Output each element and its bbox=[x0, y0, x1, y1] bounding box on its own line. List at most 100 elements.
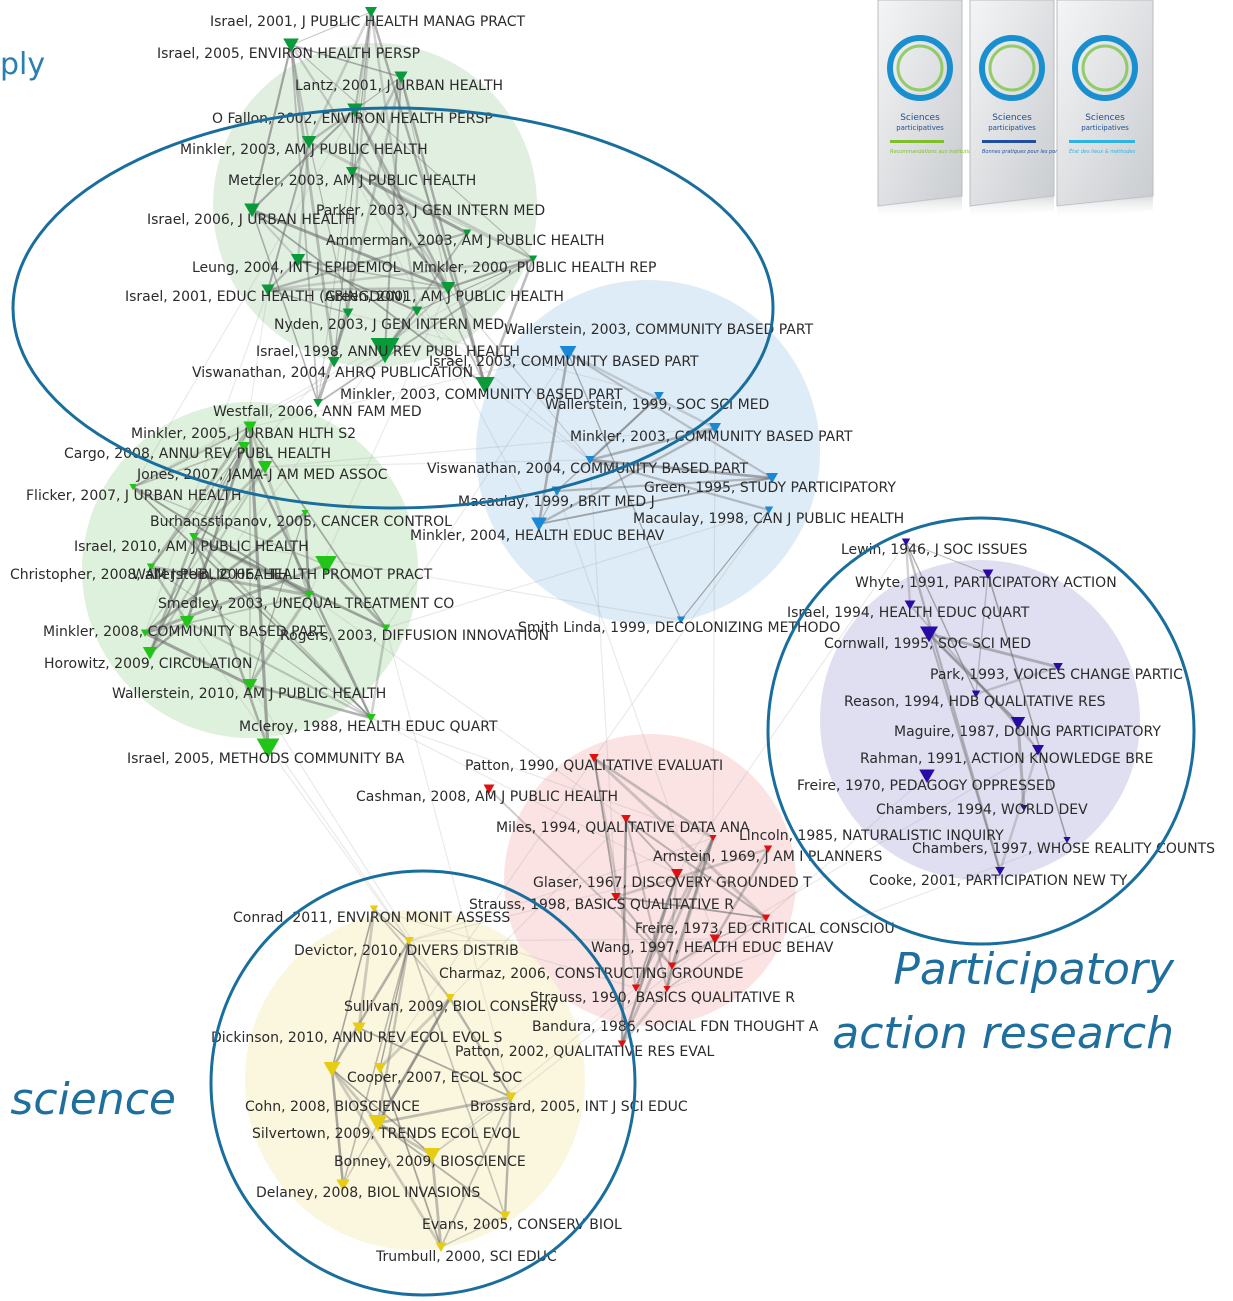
citation-link bbox=[384, 232, 468, 351]
citation-node-marker bbox=[129, 484, 137, 491]
citation-link bbox=[342, 997, 451, 1186]
citation-link bbox=[249, 683, 372, 720]
citation-node-marker bbox=[370, 338, 400, 364]
citation-link bbox=[150, 446, 245, 568]
citation-link bbox=[928, 632, 1059, 669]
citation-link bbox=[308, 141, 349, 314]
citation-node-label: Green, 1995, STUDY PARTICIPATORY bbox=[644, 480, 896, 496]
citation-node-marker bbox=[663, 986, 671, 993]
citation-node-label: Silvertown, 2009, TRENDS ECOL EVOL bbox=[252, 1126, 520, 1142]
svg-text:Bonnes pratiques pour les port: Bonnes pratiques pour les porteurs de pr… bbox=[982, 149, 1095, 155]
citation-link bbox=[377, 1122, 506, 1217]
citation-link bbox=[251, 208, 449, 290]
citation-node-marker bbox=[1032, 745, 1044, 756]
citation-node-marker bbox=[528, 255, 538, 263]
citation-link bbox=[267, 747, 451, 999]
citation-node-label: Chambers, 1997, WHOSE REALITY COUNTS bbox=[912, 841, 1215, 857]
citation-link bbox=[193, 446, 245, 538]
citation-node-label: Sullivan, 2009, BIOL CONSERV bbox=[344, 999, 558, 1015]
svg-text:participatives: participatives bbox=[1081, 124, 1129, 132]
citation-node-label: O Fallon, 2002, ENVIRON HEALTH PERSP bbox=[212, 111, 493, 127]
citation-link bbox=[290, 11, 372, 46]
citation-node-label: Minkler, 2003, COMMUNITY BASED PART bbox=[570, 429, 853, 445]
citation-node-marker bbox=[631, 984, 641, 992]
citation-link bbox=[408, 938, 716, 942]
citation-node-label: Westfall, 2006, ANN FAM MED bbox=[213, 404, 422, 420]
citation-node-marker bbox=[346, 167, 358, 178]
citation-node-label: Ammerman, 2003, AM J PUBLIC HEALTH bbox=[326, 233, 605, 249]
citation-link bbox=[296, 141, 311, 261]
citation-link bbox=[308, 108, 356, 144]
citation-node-marker bbox=[256, 738, 280, 759]
citation-node-label: Jones, 2007, JAMA-J AM MED ASSOC bbox=[136, 467, 388, 483]
citation-link bbox=[615, 896, 767, 919]
par-title-line2: action research bbox=[832, 1008, 1174, 1059]
citation-link bbox=[370, 717, 678, 875]
citation-link bbox=[625, 818, 678, 875]
citation-link bbox=[430, 1154, 443, 1248]
citation-link bbox=[267, 141, 310, 291]
citation-link bbox=[671, 938, 716, 967]
citation-link bbox=[483, 258, 535, 386]
citation-link bbox=[357, 908, 376, 1029]
citation-link bbox=[593, 757, 617, 898]
citation-node-label: Viswanathan, 2004, AHRQ PUBLICATION bbox=[192, 365, 473, 381]
citation-node-label: Israel, 1998, ANNU REV PUBL HEALTH bbox=[256, 344, 520, 360]
citation-link bbox=[354, 109, 486, 386]
citation-link bbox=[712, 427, 716, 839]
citation-link bbox=[975, 665, 1059, 696]
citation-link bbox=[593, 756, 714, 840]
citation-link bbox=[567, 352, 682, 621]
citation-node-marker bbox=[585, 456, 595, 465]
citation-link bbox=[666, 917, 767, 990]
citation-link bbox=[589, 426, 716, 462]
citation-node-label: Miles, 1994, QUALITATIVE DATA ANA bbox=[496, 820, 750, 836]
citation-link bbox=[369, 627, 388, 719]
citation-node-label: Israel, 2001, J PUBLIC HEALTH MANAG PRAC… bbox=[210, 14, 526, 30]
citation-node-marker bbox=[919, 769, 935, 784]
citation-link bbox=[243, 289, 269, 448]
citation-node-marker bbox=[352, 1022, 366, 1035]
citation-link bbox=[400, 76, 449, 289]
citation-link bbox=[354, 11, 372, 111]
citation-node-marker bbox=[445, 994, 455, 1003]
citation-link bbox=[351, 171, 534, 260]
citation-link bbox=[193, 536, 372, 719]
citation-node-marker bbox=[301, 136, 317, 149]
citation-link bbox=[346, 11, 373, 314]
citation-link bbox=[625, 818, 668, 990]
citation-link bbox=[307, 11, 373, 143]
svg-text:participatives: participatives bbox=[988, 124, 1036, 132]
citation-node-marker bbox=[1020, 805, 1028, 812]
citation-link bbox=[264, 427, 716, 468]
citation-link bbox=[447, 287, 591, 461]
citation-node-label: Israel, 2005, ENVIRON HEALTH PERSP bbox=[157, 46, 420, 62]
citation-node-label: Charmaz, 2006, CONSTRUCTING GROUNDE bbox=[439, 966, 744, 982]
citation-node-marker bbox=[374, 1063, 386, 1074]
citation-link bbox=[264, 459, 591, 468]
citation-link bbox=[248, 426, 270, 749]
citation-link bbox=[351, 170, 468, 235]
citation-link bbox=[680, 509, 770, 621]
citation-link bbox=[250, 44, 293, 211]
citation-link bbox=[904, 541, 1002, 872]
citation-link bbox=[399, 76, 487, 386]
citation-node-label: Leung, 2004, INT J EPIDEMIOL bbox=[192, 260, 401, 276]
citation-link bbox=[132, 486, 327, 566]
citation-node-label: Delaney, 2008, BIOL INVASIONS bbox=[256, 1185, 480, 1201]
svg-text:État des lieux & méthodes: État des lieux & méthodes bbox=[1069, 147, 1136, 155]
svg-text:Recommandations aux institutio: Recommandations aux institutions bbox=[890, 149, 977, 155]
citation-node-marker bbox=[146, 563, 156, 571]
citation-node-marker bbox=[366, 714, 376, 723]
citation-node-marker bbox=[531, 517, 547, 532]
citation-node-marker bbox=[901, 538, 911, 546]
citation-link bbox=[317, 258, 534, 404]
citation-node-label: Lantz, 2001, J URBAN HEALTH bbox=[295, 78, 503, 94]
citation-link bbox=[379, 940, 410, 1069]
citation-node-label: Rogers, 2003, DIFFUSION INNOVATION bbox=[280, 628, 549, 644]
citation-node-marker bbox=[475, 377, 495, 394]
citation-node-marker bbox=[763, 845, 773, 853]
citation-link bbox=[144, 466, 266, 634]
citation-node-label: Metzler, 2003, AM J PUBLIC HEALTH bbox=[228, 173, 476, 189]
citation-link bbox=[290, 44, 319, 404]
